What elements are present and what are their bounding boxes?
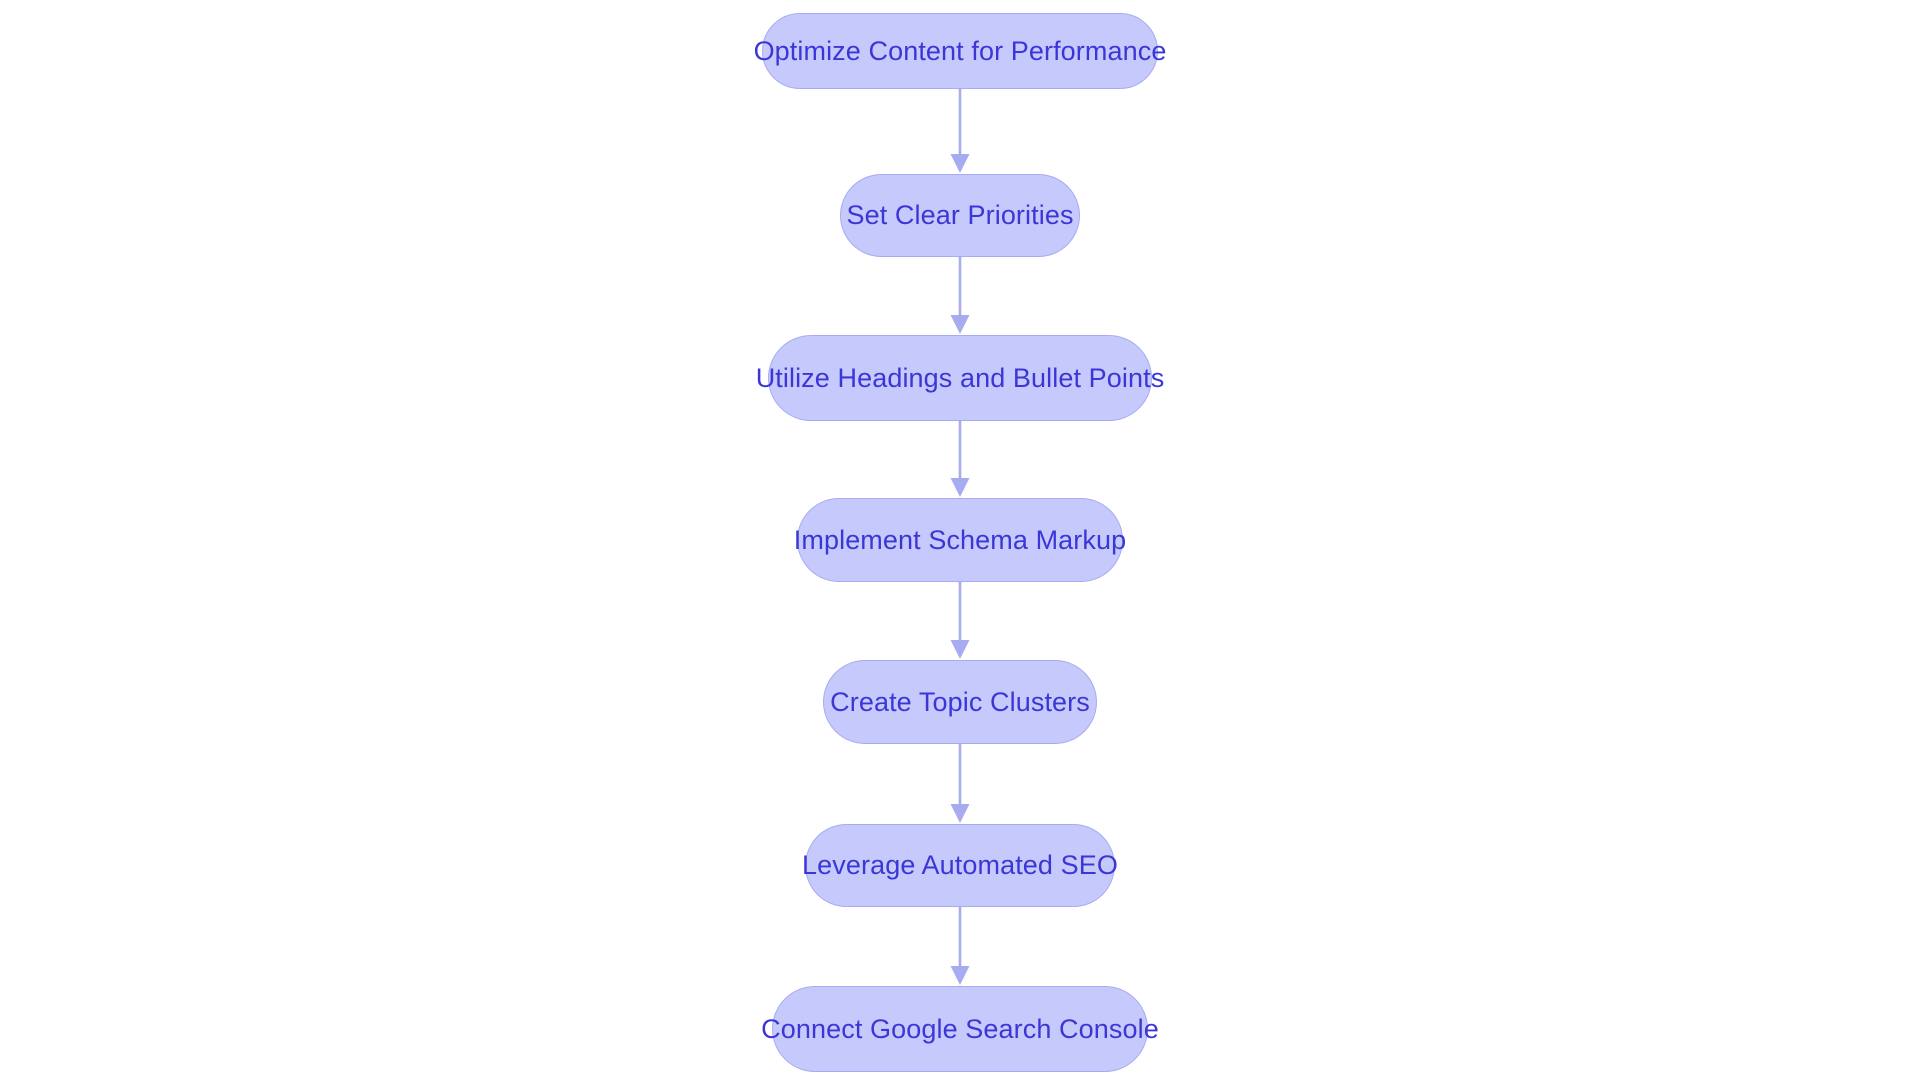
flow-edge-n3-to-n4: [945, 582, 975, 660]
flow-node-optimize-content-for-performance[interactable]: Optimize Content for Performance: [754, 13, 1166, 89]
flow-node-implement-schema-markup[interactable]: Implement Schema Markup: [793, 498, 1127, 582]
flow-node-label: Utilize Headings and Bullet Points: [755, 362, 1165, 393]
arrow-down-icon: [950, 582, 970, 659]
flow-node-label: Create Topic Clusters: [830, 686, 1090, 717]
flow-node-utilize-headings-and-bullet-points[interactable]: Utilize Headings and Bullet Points: [756, 335, 1164, 421]
arrow-down-icon: [950, 257, 970, 334]
arrow-down-icon: [950, 907, 970, 985]
flow-edge-n2-to-n3: [945, 421, 975, 498]
flow-node-set-clear-priorities[interactable]: Set Clear Priorities: [840, 174, 1080, 257]
flow-node-connect-google-search-console[interactable]: Connect Google Search Console: [761, 986, 1159, 1072]
flow-edge-n1-to-n2: [945, 257, 975, 335]
flow-node-leverage-automated-seo[interactable]: Leverage Automated SEO: [802, 824, 1118, 907]
flow-node-label: Leverage Automated SEO: [802, 850, 1118, 880]
flow-edge-n0-to-n1: [945, 89, 975, 174]
flow-node-label: Implement Schema Markup: [793, 524, 1127, 555]
flow-node-label: Set Clear Priorities: [846, 200, 1074, 230]
flow-node-label: Connect Google Search Console: [761, 1013, 1159, 1044]
flow-edge-n5-to-n6: [945, 907, 975, 986]
flow-node-label: Optimize Content for Performance: [753, 35, 1167, 66]
flow-node-create-topic-clusters[interactable]: Create Topic Clusters: [823, 660, 1097, 744]
flow-edge-n4-to-n5: [945, 744, 975, 824]
arrow-down-icon: [950, 744, 970, 823]
arrow-down-icon: [950, 421, 970, 497]
arrow-down-icon: [950, 89, 970, 173]
